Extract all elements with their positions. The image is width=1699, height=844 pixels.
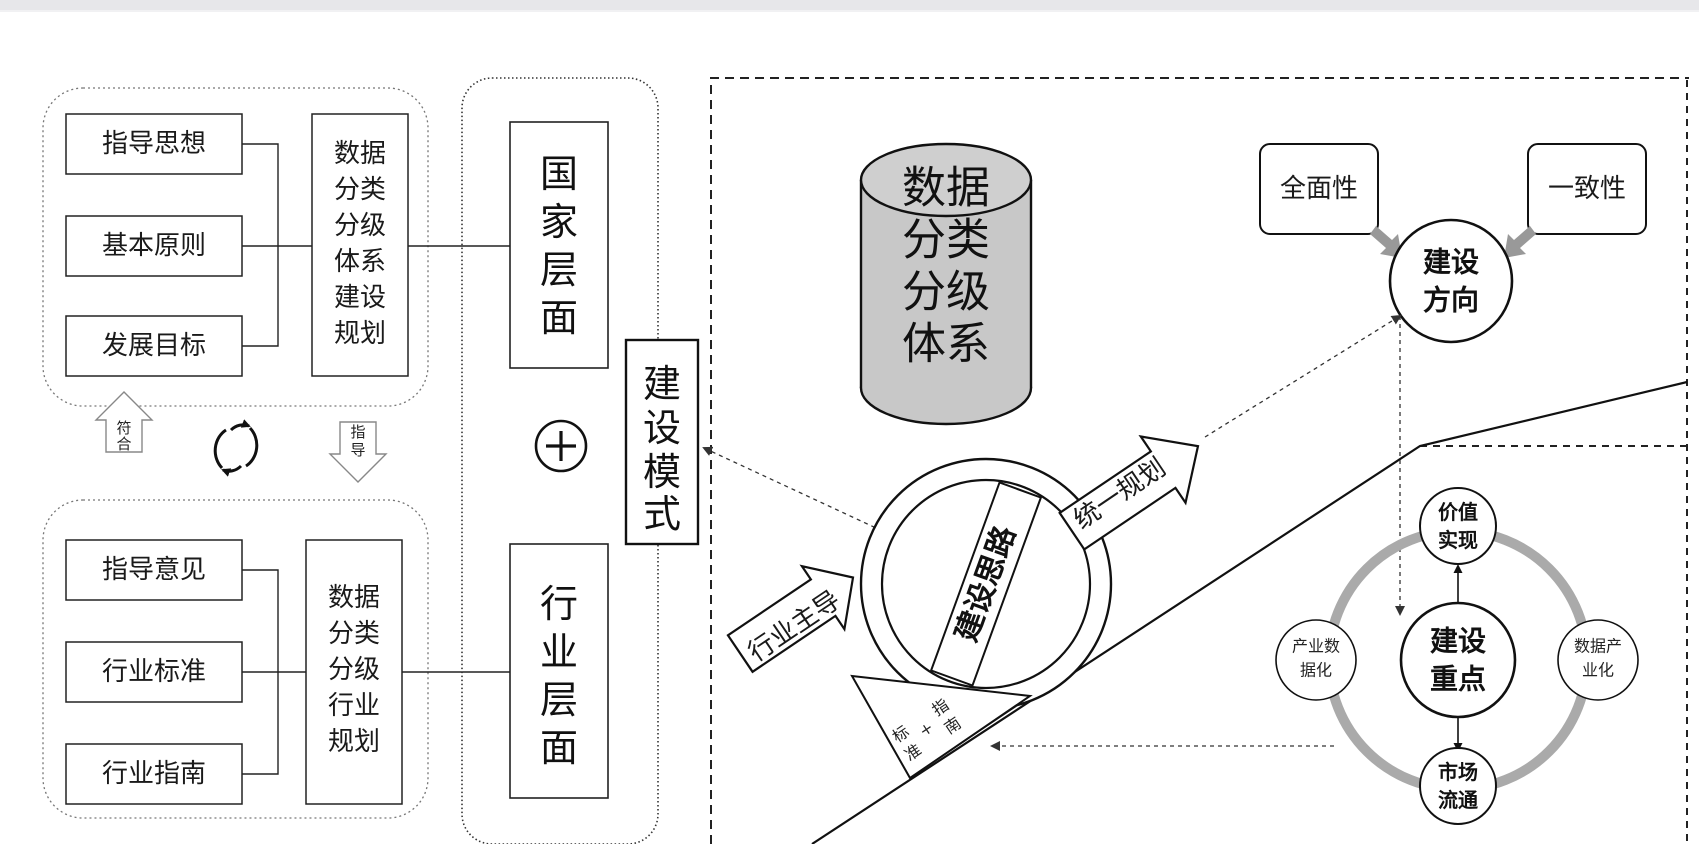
national-plan-line-2: 分类 bbox=[334, 175, 386, 205]
national-plan-box bbox=[311, 113, 409, 377]
consistency-box bbox=[1527, 143, 1647, 235]
data-industry-circle bbox=[1557, 619, 1639, 701]
guide-label-1: 指 bbox=[350, 423, 365, 441]
industry-plan-line-2: 分类 bbox=[328, 619, 380, 649]
industry-input-box-1 bbox=[65, 539, 243, 601]
national-input-box-2 bbox=[65, 215, 243, 277]
gray-arrow-left bbox=[1370, 226, 1402, 258]
industry-input-2: 行业标准 bbox=[102, 657, 206, 687]
national-level-char-4: 面 bbox=[540, 296, 578, 340]
mode-char-2: 设 bbox=[643, 406, 681, 450]
industry-level-char-3: 层 bbox=[540, 678, 578, 722]
plus-icon bbox=[534, 419, 588, 473]
plan-to-direction-link bbox=[1204, 314, 1402, 438]
direction-line-1: 建设 bbox=[1423, 246, 1479, 279]
market-line-1: 市场 bbox=[1438, 760, 1478, 784]
mode-char-1: 建 bbox=[643, 362, 681, 406]
national-plan-line-3: 分级 bbox=[334, 211, 386, 241]
industry-data-line-1: 产业数 bbox=[1292, 637, 1340, 656]
industry-plan-line-5: 规划 bbox=[328, 727, 380, 757]
comprehensive-label: 全面性 bbox=[1280, 174, 1358, 204]
industry-level-char-4: 面 bbox=[540, 726, 578, 770]
industry-input-box-2 bbox=[65, 641, 243, 703]
industry-plan-line-3: 分级 bbox=[328, 655, 380, 685]
national-level-char-2: 家 bbox=[540, 200, 578, 244]
industry-plan-line-1: 数据 bbox=[328, 583, 380, 613]
data-industry-line-2: 业化 bbox=[1582, 661, 1614, 680]
value-circle bbox=[1419, 487, 1497, 565]
thinking-wheel bbox=[859, 457, 1113, 711]
industry-level-box bbox=[509, 543, 609, 799]
industry-level-char-2: 业 bbox=[540, 630, 578, 674]
cylinder-line-1: 数据 bbox=[902, 163, 990, 214]
national-input-2: 基本原则 bbox=[102, 231, 206, 261]
focus-circle bbox=[1399, 601, 1517, 719]
guide-label-2: 导 bbox=[350, 441, 365, 459]
conform-label-2: 合 bbox=[116, 435, 131, 453]
industry-data-circle bbox=[1275, 619, 1357, 701]
data-system-cylinder bbox=[859, 142, 1033, 426]
national-input-3: 发展目标 bbox=[102, 331, 206, 361]
value-line-2: 实现 bbox=[1438, 528, 1478, 552]
top-band-shadow bbox=[0, 10, 1699, 12]
direction-circle bbox=[1388, 218, 1514, 344]
industry-plan-box bbox=[305, 539, 403, 805]
national-plan-line-6: 规划 bbox=[334, 319, 386, 349]
comprehensive-box bbox=[1259, 143, 1379, 235]
system-frame-top-left bbox=[710, 77, 1689, 844]
national-level-char-3: 层 bbox=[540, 248, 578, 292]
unify-arrow bbox=[1058, 434, 1200, 551]
national-plan-line-1: 数据 bbox=[334, 139, 386, 169]
national-bracket bbox=[242, 143, 279, 347]
cylinder-line-4: 体系 bbox=[902, 319, 990, 370]
national-input-1: 指导思想 bbox=[102, 129, 206, 159]
consistency-label: 一致性 bbox=[1548, 174, 1626, 204]
national-plan-line-4: 体系 bbox=[334, 247, 386, 277]
value-line-1: 价值 bbox=[1438, 500, 1478, 524]
cylinder-line-2: 分类 bbox=[902, 215, 990, 266]
mode-char-3: 模 bbox=[643, 450, 681, 494]
national-plan-line-5: 建设 bbox=[334, 283, 386, 313]
industry-level-char-1: 行 bbox=[540, 582, 578, 626]
market-line-2: 流通 bbox=[1438, 788, 1478, 812]
focus-line-1: 建设 bbox=[1430, 625, 1486, 658]
national-level-box bbox=[509, 121, 609, 369]
data-industry-line-1: 数据产 bbox=[1574, 637, 1622, 656]
cylinder-line-3: 分级 bbox=[902, 267, 990, 318]
conform-label-1: 符 bbox=[116, 419, 131, 437]
industry-group bbox=[42, 499, 429, 819]
cycle-icon bbox=[213, 419, 259, 477]
upper-slope bbox=[811, 380, 1688, 844]
lead-arrow bbox=[726, 564, 855, 674]
focus-line-2: 重点 bbox=[1430, 663, 1486, 696]
industry-input-box-3 bbox=[65, 743, 243, 805]
direction-line-2: 方向 bbox=[1423, 284, 1479, 317]
mode-box bbox=[624, 338, 700, 546]
industry-data-line-2: 据化 bbox=[1300, 661, 1332, 680]
conform-arrow bbox=[94, 391, 154, 453]
top-band bbox=[0, 0, 1699, 10]
industry-input-3: 行业指南 bbox=[102, 759, 206, 789]
standard-guide-wedge bbox=[850, 674, 1033, 780]
industry-plan-line-4: 行业 bbox=[328, 691, 380, 721]
gray-arrow-right bbox=[1504, 226, 1536, 258]
national-group bbox=[42, 87, 429, 407]
guide-arrow bbox=[328, 421, 388, 483]
mode-char-4: 式 bbox=[643, 492, 681, 536]
national-level-char-1: 国 bbox=[540, 152, 578, 196]
industry-input-1: 指导意见 bbox=[102, 555, 206, 585]
market-circle bbox=[1419, 747, 1497, 825]
